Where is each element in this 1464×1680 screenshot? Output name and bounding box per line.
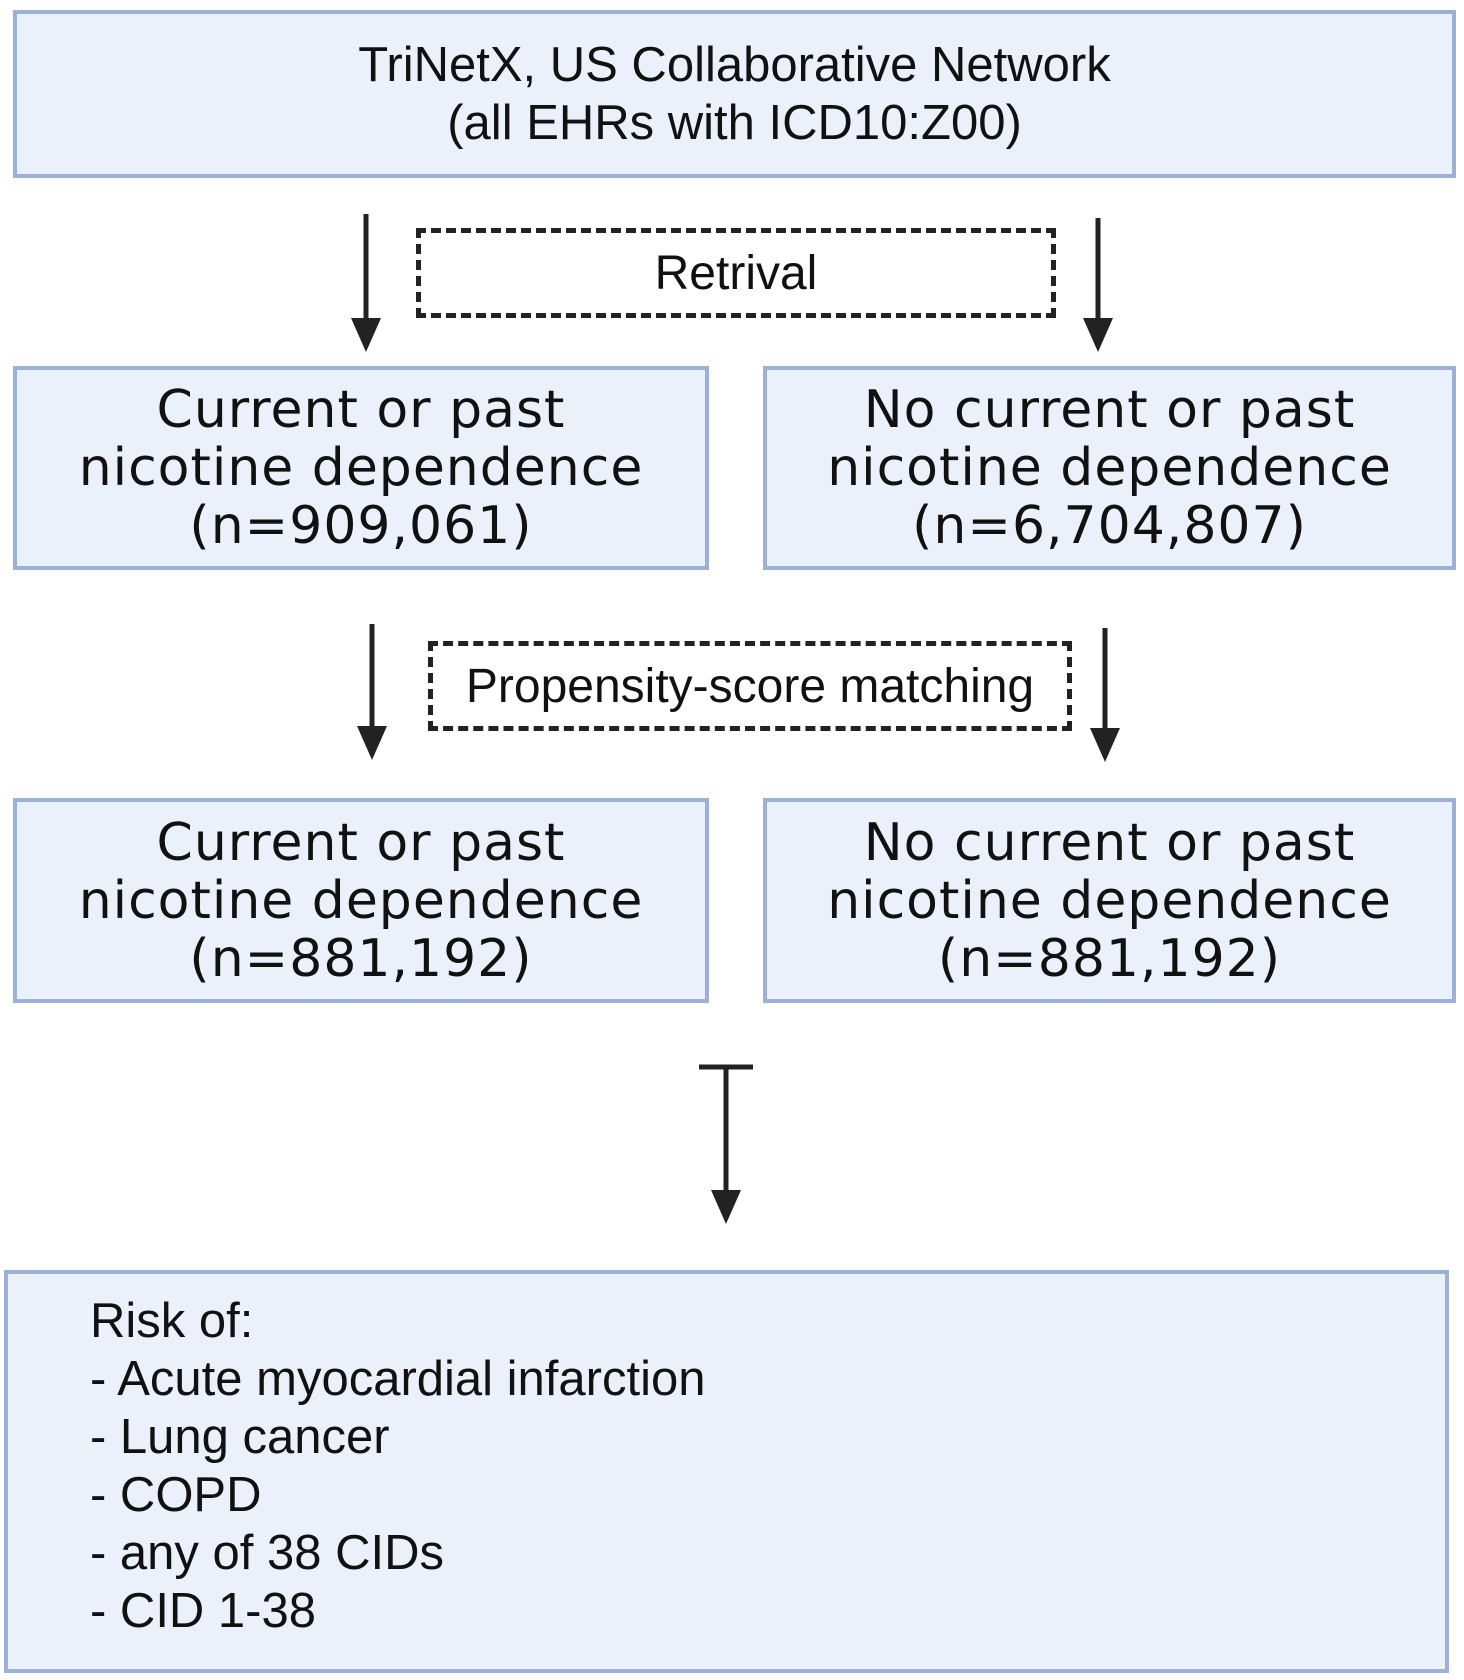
initial-left-line2: nicotine dependence (78, 438, 644, 498)
source-subtitle: (all EHRs with ICD10:Z00) (447, 96, 1022, 150)
arrowhead-retrival-left (351, 318, 381, 352)
matched-cohort-smokers: Current or past nicotine dependence (n=8… (13, 798, 709, 1003)
initial-right-line1: No current or past (863, 380, 1356, 440)
outcomes-box (4, 1270, 1449, 1673)
source-title: TriNetX, US Collaborative Network (358, 38, 1111, 92)
initial-left-count: (n=909,061) (189, 496, 533, 556)
matched-left-count: (n=881,192) (189, 928, 533, 989)
initial-cohort-smokers: Current or past nicotine dependence (n=9… (13, 366, 709, 570)
matched-right-count: (n=881,192) (937, 928, 1282, 989)
arrowhead-retrival-right (1083, 318, 1113, 352)
matched-left-line1: Current or past (156, 812, 566, 873)
outcome-item: - Acute myocardial infarction (90, 1352, 706, 1406)
arrowhead-to-outcomes (711, 1190, 741, 1224)
outcome-item: - any of 38 CIDs (90, 1526, 445, 1580)
initial-left-line1: Current or past (156, 380, 566, 440)
retrival-label: Retrival (416, 228, 1056, 318)
arrowhead-matching-right (1090, 728, 1120, 762)
outcomes-list: Risk of: - Acute myocardial infarction -… (90, 1292, 706, 1640)
outcome-item: - CID 1-38 (90, 1584, 317, 1638)
matched-right-line1: No current or past (863, 812, 1356, 873)
matched-left-line2: nicotine dependence (78, 870, 644, 931)
outcomes-heading: Risk of: (90, 1294, 254, 1348)
arrowhead-matching-left (357, 726, 387, 760)
matched-right-line2: nicotine dependence (827, 870, 1392, 931)
matched-cohort-nonsmokers: No current or past nicotine dependence (… (763, 798, 1456, 1003)
initial-right-line2: nicotine dependence (827, 438, 1392, 498)
outcome-item: - COPD (90, 1468, 262, 1522)
initial-right-count: (n=6,704,807) (912, 496, 1307, 556)
outcome-item: - Lung cancer (90, 1410, 390, 1464)
initial-cohort-nonsmokers: No current or past nicotine dependence (… (763, 366, 1456, 570)
source-box: TriNetX, US Collaborative Network (all E… (13, 10, 1456, 178)
propensity-score-label: Propensity-score matching (428, 641, 1072, 731)
